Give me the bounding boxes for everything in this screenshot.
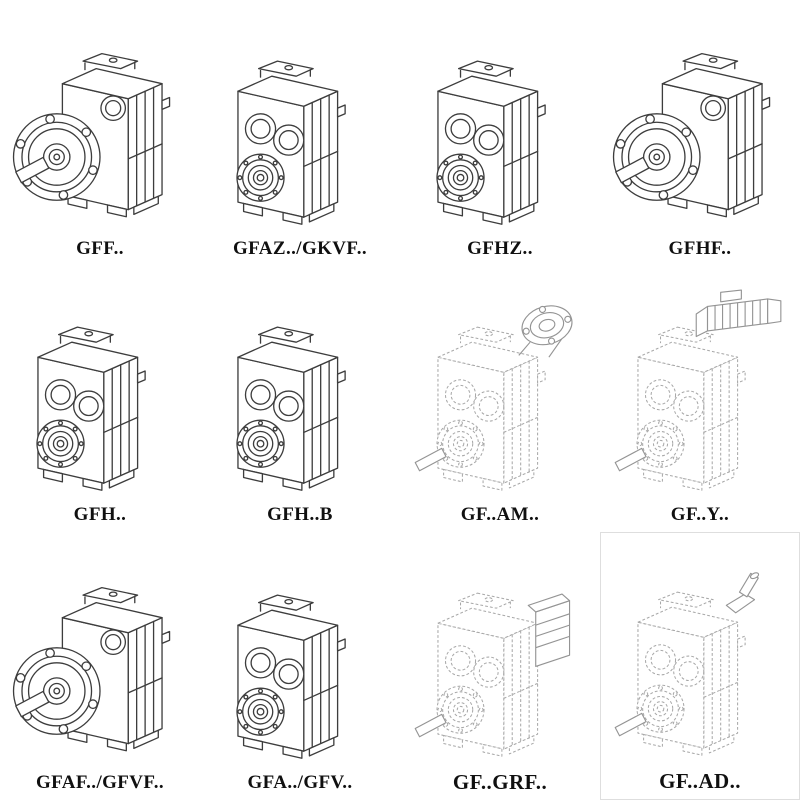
gearbox-drawing-input-flange [406,281,594,503]
catalog-item-gf-y: GF..Y.. [600,266,800,532]
gearbox-drawing-flange [606,15,794,237]
gearbox-drawing-bores [206,281,394,503]
gearbox-drawing-cover [406,547,594,769]
catalog-item-gff: GFF.. [0,0,200,266]
gearbox-drawing-flange [6,15,194,237]
catalog-item-gfh-b: GFH..B [200,266,400,532]
catalog-item-gfh: GFH.. [0,266,200,532]
model-label: GFHZ.. [467,238,533,260]
gearbox-drawing-flange [6,549,194,771]
catalog-item-gfaz-gkvf: GFAZ../GKVF.. [200,0,400,266]
catalog-item-gf-am: GF..AM.. [400,266,600,532]
model-label: GFF.. [76,238,124,260]
model-label: GFH.. [73,504,127,526]
model-label: GFAZ../GKVF.. [233,238,367,260]
catalog-item-gf-ad: GF..AD.. [600,532,800,800]
gearbox-drawing-motor [606,281,794,503]
model-label: GFA../GFV.. [247,772,353,794]
model-label: GF..Y.. [670,504,730,526]
catalog-item-gf-grf: GF..GRF.. [400,532,600,800]
gearbox-drawing-bores [406,15,594,237]
catalog-item-gfhz: GFHZ.. [400,0,600,266]
gearbox-drawing-bores [206,15,394,237]
gearbox-drawing-bores [6,281,194,503]
model-label: GF..AM.. [460,504,540,526]
gearbox-drawing-bores [206,549,394,771]
catalog-item-gfhf: GFHF.. [600,0,800,266]
model-label: GF..GRF.. [452,769,548,794]
model-label: GFHF.. [668,238,732,260]
model-label: GFH..B [267,504,333,526]
catalog-item-gfa-gfv: GFA../GFV.. [200,532,400,800]
catalog-item-gfaf-gfvf: GFAF../GFVF.. [0,532,200,800]
model-label: GFAF../GFVF.. [35,772,164,794]
gearbox-drawing-input-shaft [606,546,794,768]
model-label: GF..AD.. [659,768,741,793]
